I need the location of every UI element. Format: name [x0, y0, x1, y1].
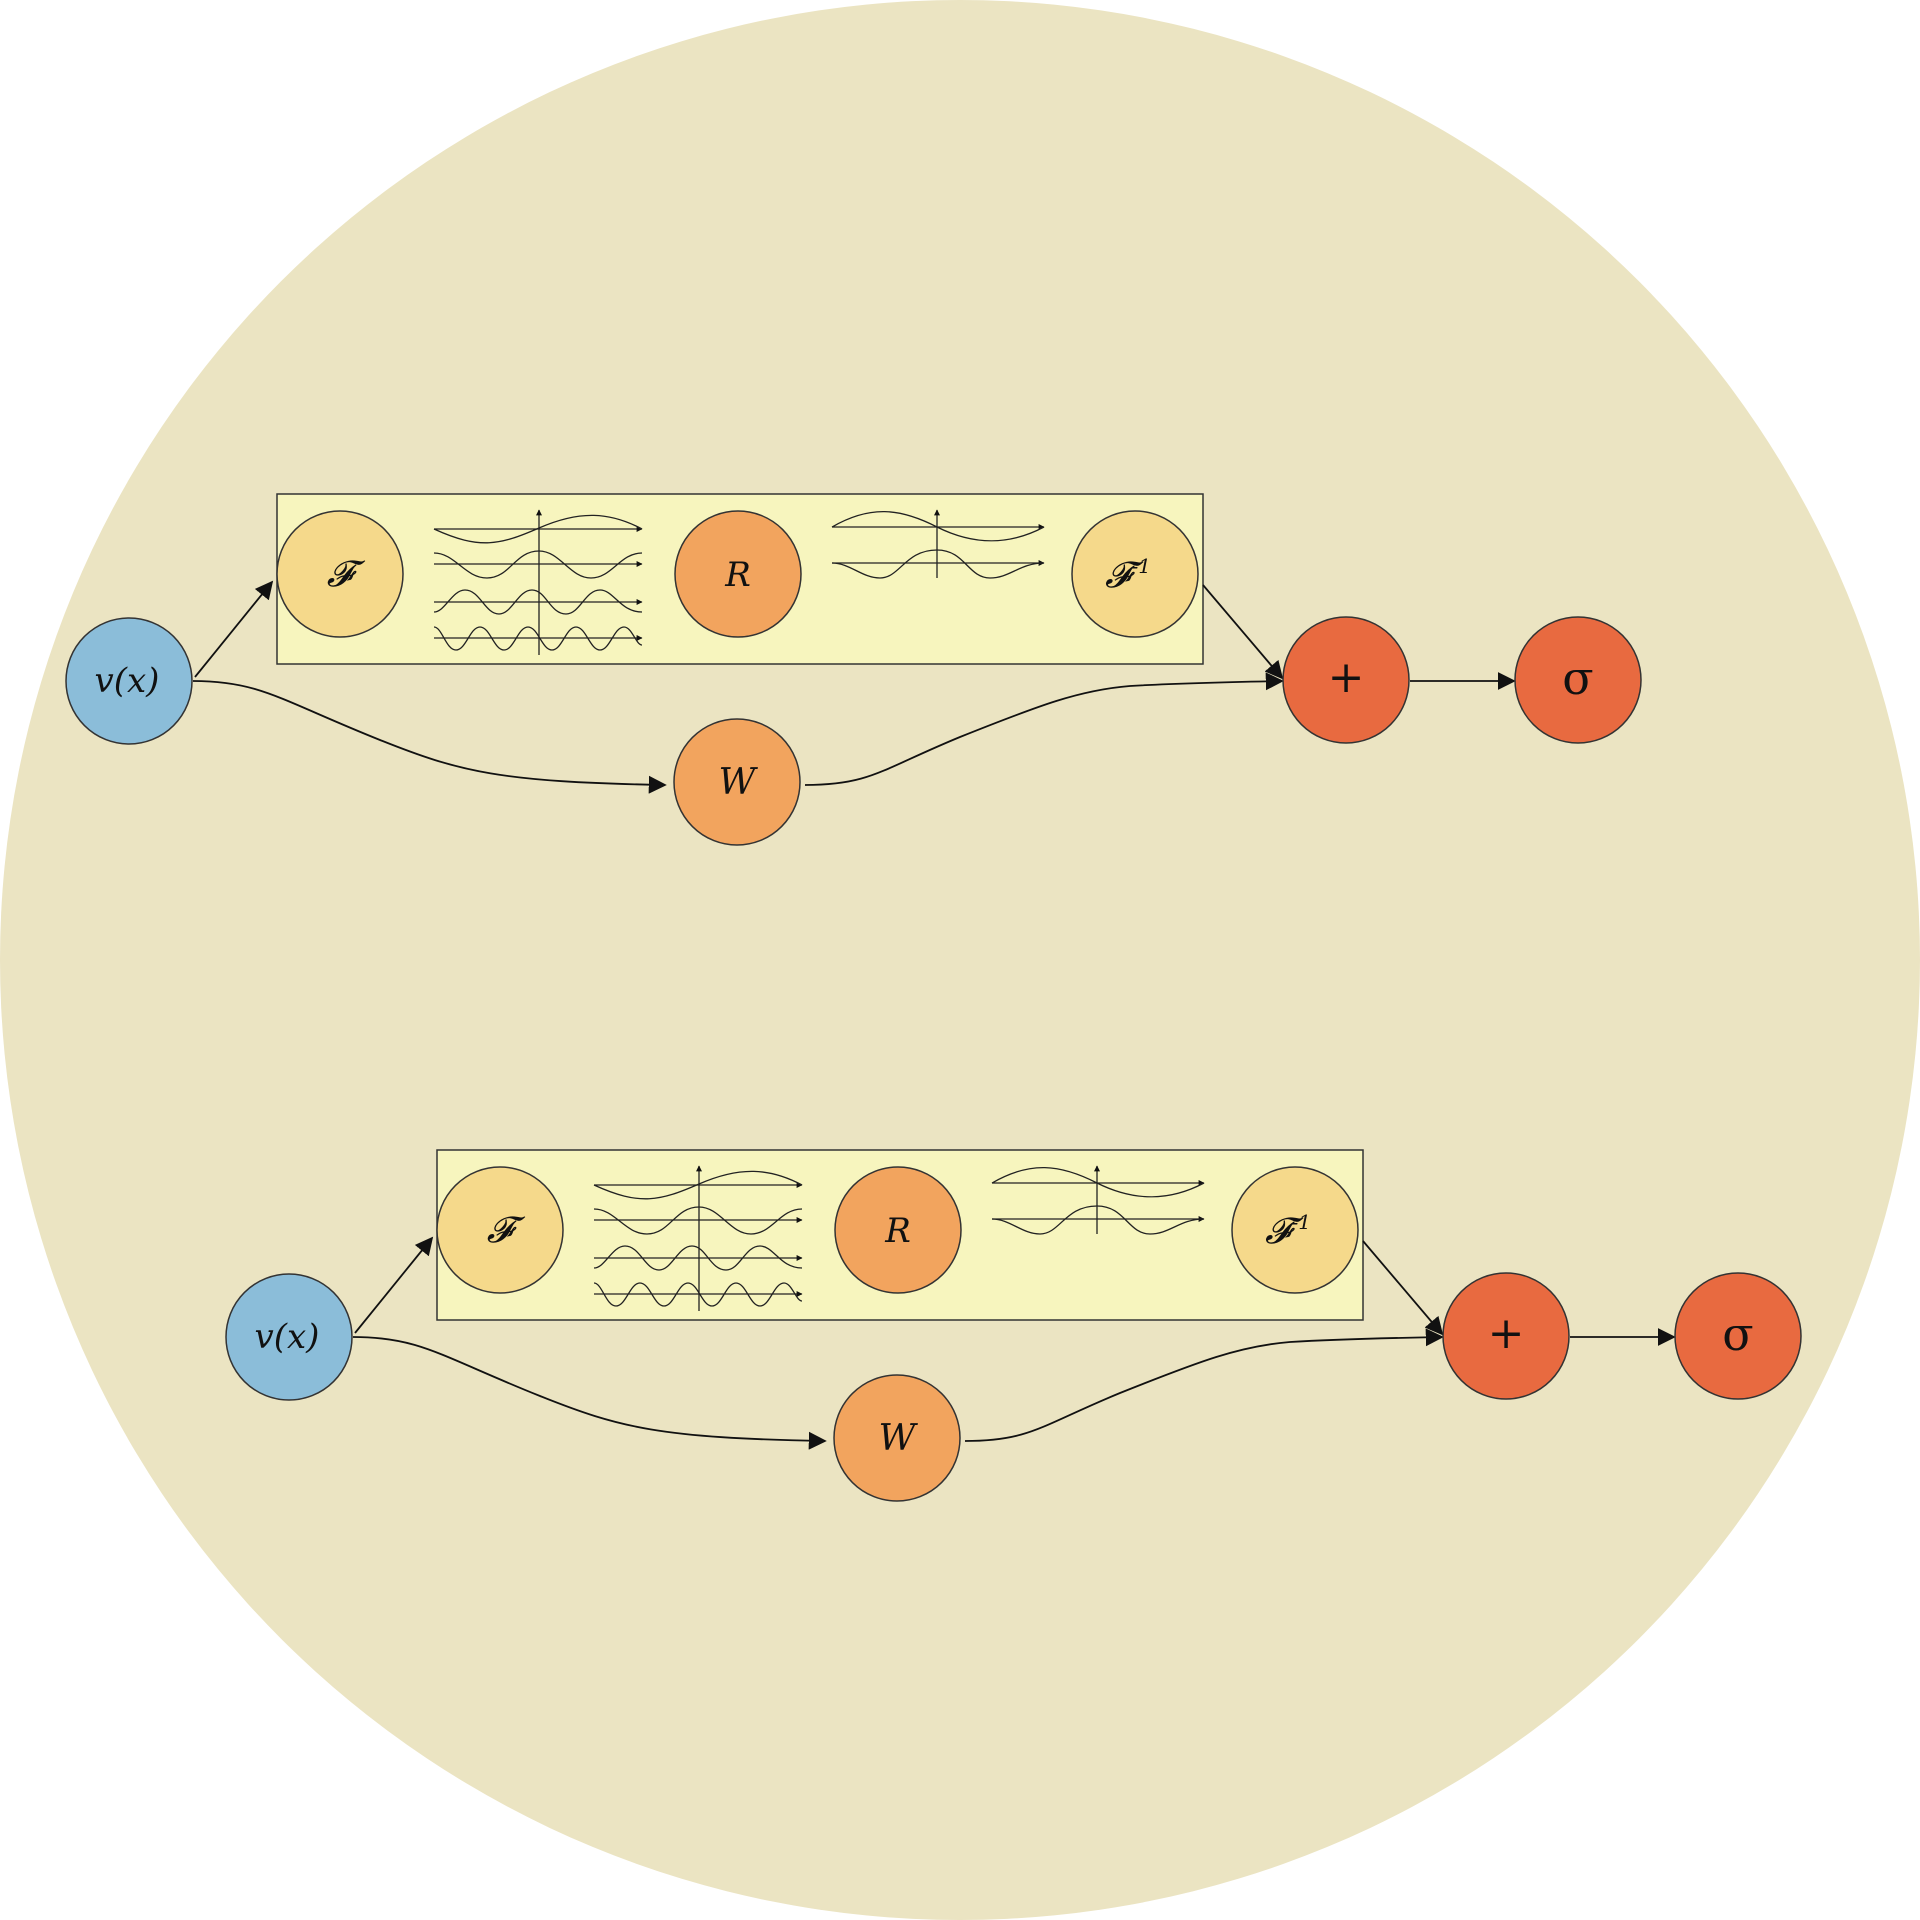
inverse-fourier-node	[1071, 510, 1199, 638]
r-node	[674, 510, 802, 638]
fourier-node	[276, 510, 404, 638]
input-node-label: v(x)	[95, 661, 160, 701]
sum-node-label: +	[1328, 652, 1365, 703]
frequency-modes-icon	[433, 509, 643, 655]
w-node-label: W	[878, 1418, 918, 1459]
edge-input-to-w	[192, 680, 667, 794]
sum-node	[1442, 1272, 1570, 1400]
edge-input-to-fourier	[194, 580, 274, 678]
activation-node-label: σ	[1562, 651, 1593, 705]
edge-input-to-fourier	[354, 1236, 434, 1334]
edge-w-to-sum	[804, 672, 1284, 786]
input-node	[65, 617, 193, 745]
inverse-fourier-superscript: -1	[1132, 554, 1151, 578]
input-node-label: v(x)	[255, 1317, 320, 1357]
sum-node-label: +	[1488, 1308, 1525, 1359]
edge-input-to-w	[352, 1336, 827, 1450]
fourier-layer-block-1: v(x) 𝓕 R 𝓕-1 W + σ	[65, 493, 1642, 846]
activation-node-label: σ	[1722, 1307, 1753, 1361]
w-node-label: W	[718, 762, 758, 803]
activation-node	[1674, 1272, 1802, 1400]
edge-inverse-to-sum	[1362, 1240, 1444, 1336]
inverse-fourier-node	[1231, 1166, 1359, 1294]
inverse-fourier-node-label: 𝓕-1	[1265, 1210, 1311, 1252]
activation-node	[1514, 616, 1642, 744]
inverse-fourier-superscript: -1	[1292, 1210, 1311, 1234]
fourier-node	[436, 1166, 564, 1294]
input-node	[225, 1273, 353, 1401]
w-node	[673, 718, 801, 846]
frequency-modes-icon	[593, 1165, 803, 1311]
sum-node	[1282, 616, 1410, 744]
r-node-label: R	[724, 555, 751, 595]
edge-inverse-to-sum	[1202, 584, 1284, 680]
inverse-fourier-node-label: 𝓕-1	[1105, 554, 1151, 596]
r-node-label: R	[884, 1211, 911, 1251]
w-node	[833, 1374, 961, 1502]
truncated-modes-icon	[831, 509, 1045, 579]
truncated-modes-icon	[991, 1165, 1205, 1235]
fourier-layer-block-2: v(x) 𝓕 R 𝓕-1 W + σ	[225, 1149, 1802, 1502]
edge-w-to-sum	[964, 1328, 1444, 1442]
r-node	[834, 1166, 962, 1294]
